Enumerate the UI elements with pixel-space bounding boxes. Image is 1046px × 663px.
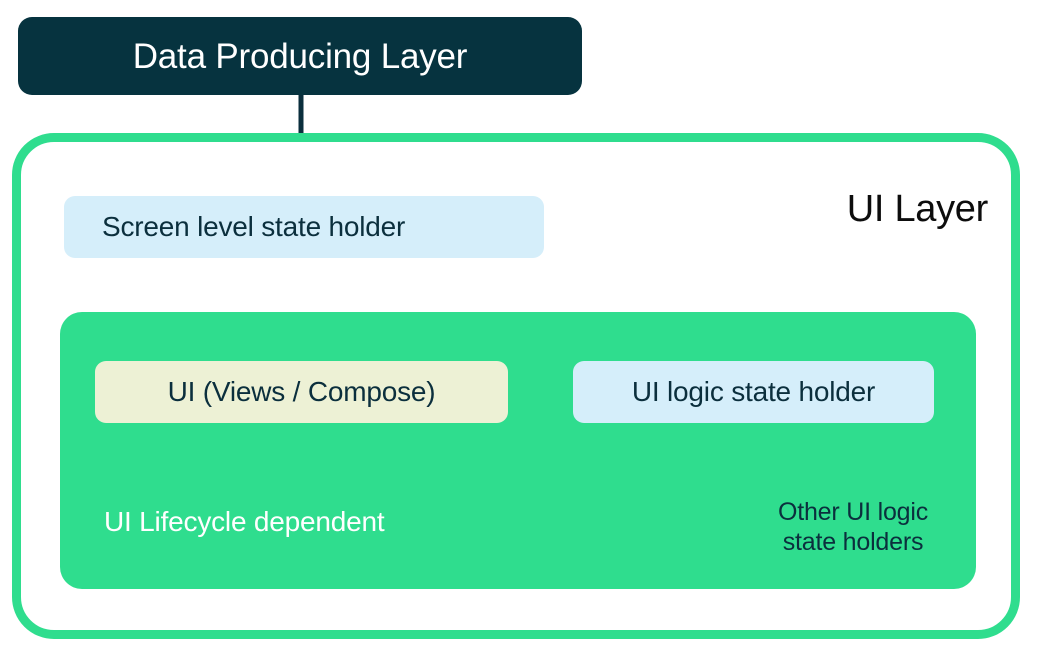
ui-views-compose-label: UI (Views / Compose) [167, 376, 436, 407]
data-producing-layer-label: Data Producing Layer [132, 36, 468, 76]
other-ui-logic-state-holders-caption: Other UI logic state holders [748, 498, 958, 557]
ui-views-compose-box: UI (Views / Compose) [95, 361, 508, 423]
ui-lifecycle-dependent-panel [60, 312, 976, 589]
screen-level-state-holder-box: Screen level state holder [64, 196, 544, 258]
screen-level-state-holder-label: Screen level state holder [102, 211, 406, 242]
other-ui-logic-state-holders-line-2: state holders [782, 527, 924, 556]
ui-layer-title: UI Layer [846, 188, 989, 230]
other-ui-logic-state-holders-line-1: Other UI logic [777, 498, 929, 526]
data-producing-layer-box: Data Producing Layer [18, 17, 582, 95]
ui-logic-state-holder-label: UI logic state holder [631, 376, 876, 407]
ui-lifecycle-dependent-label: UI Lifecycle dependent [104, 506, 385, 537]
ui-logic-state-holder-box: UI logic state holder [573, 361, 934, 423]
